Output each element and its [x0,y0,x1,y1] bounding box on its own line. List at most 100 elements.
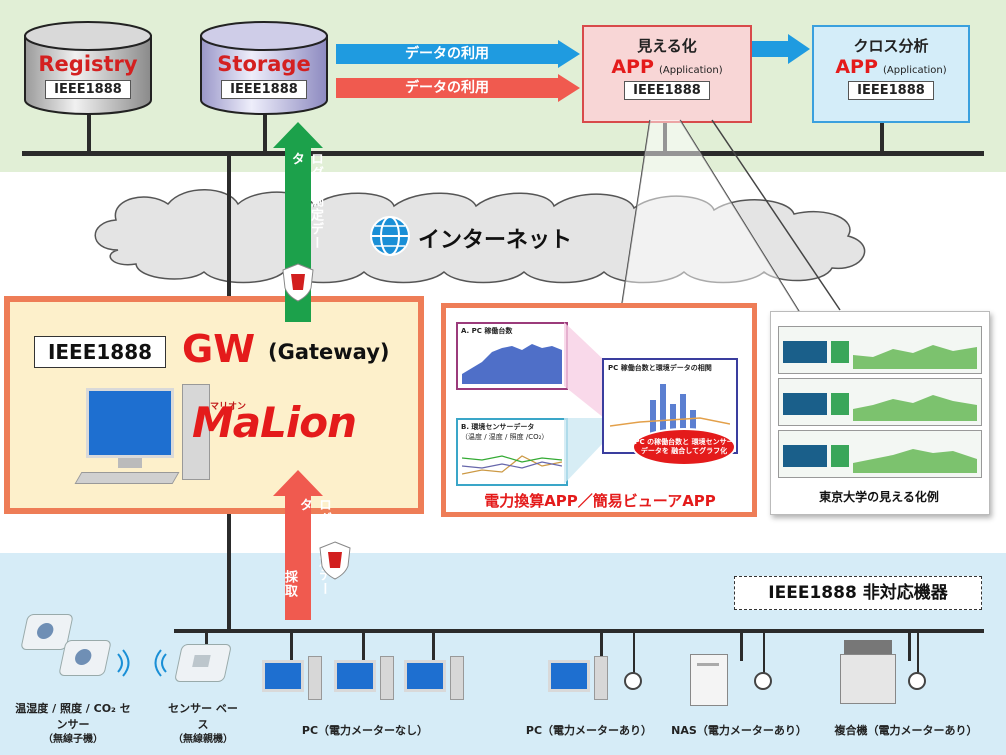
pc-tower-icon [380,656,394,700]
sensor-lens-icon [73,649,93,665]
drop-mfp [908,631,911,661]
mfp-body-icon [840,654,896,704]
storage-drop [263,110,267,154]
drop-pc4 [600,631,603,661]
monitor-icon [262,660,304,692]
cross-app-ieee-badge: IEEE1888 [848,81,934,100]
mfp-device[interactable] [840,640,896,704]
panel-a-title: A. PC 稼働台数 [461,327,513,335]
panel-b-title: B. 環境センサーデータ [461,423,535,431]
power-meter-icon [624,672,642,690]
pc-no-meter-label: PC（電力メーターなし） [301,724,429,737]
tokyo-panel-2-chart-icon [853,395,977,421]
storage-database[interactable]: Storage IEEE1888 [198,18,330,118]
bottom-bus-line [174,629,984,633]
internet-label: インターネット [418,228,573,253]
data-use-label-2: データの利用 [405,80,489,96]
pc-meter-label: PC（電力メーターあり） [525,724,653,737]
log-collect-label-2: 採取 [282,570,297,598]
mfp-meter-label: 複合機（電力メーターあり） [834,724,978,737]
data-use-arrow-blue: データの利用 [336,40,580,68]
gw-downlink [227,514,231,632]
cross-drop [880,118,884,154]
tokyo-panel-1-level [831,341,849,363]
meter-line-pc [633,631,635,673]
monitor-icon [334,660,376,692]
storage-ieee-badge: IEEE1888 [221,80,307,99]
cross-app-sub: (Application) [882,65,947,76]
nas-device[interactable] [690,654,728,706]
wireless-signal-icon [117,649,130,677]
panel-b-subtitle: （温度 / 湿度 / 照度 /CO₂） [461,433,549,441]
base-label: センサー ベース [168,702,238,731]
viz-callout-lines [621,119,841,314]
tokyo-panel-2-level [831,393,849,415]
tokyo-panel-2 [778,378,982,426]
sensor-sublabel: （無線子機） [43,734,103,745]
tokyo-panel-1 [778,326,982,374]
wireless-sensor-2[interactable] [58,640,112,676]
arrow-right-icon [336,40,580,68]
pc-no-meter-1[interactable] [262,656,322,704]
pc-tower-icon [594,656,608,700]
tokyo-panel-3-level [831,445,849,467]
panel-c-title: PC 稼働台数と環境データの相関 [608,364,712,372]
top-bus-line [22,151,984,156]
non-ieee-label: IEEE1888 非対応機器 [734,576,982,610]
data-use-arrow-red: データの利用 [336,74,580,102]
tokyo-panel-3-display [783,445,827,467]
gateway-ieee-badge: IEEE1888 [34,336,166,368]
monitor-stand [118,458,142,468]
data-use-label-1: データの利用 [405,46,489,62]
mfp-scanner-icon [844,640,892,654]
meter-line-mfp [917,631,919,673]
registry-title: Registry [38,52,138,76]
gateway-gw-sub: (Gateway) [268,340,390,364]
viz-app-title: 見える化 [637,37,697,55]
drop-pc1 [290,631,293,661]
gateway-gw-label: GW [182,327,256,371]
monitor-icon [548,660,590,692]
wireless-signal-icon [154,649,167,677]
registry-database[interactable]: Registry IEEE1888 [22,18,154,118]
viz-app-ieee-badge: IEEE1888 [624,81,710,100]
drop-pc2 [362,631,365,661]
tokyo-panels [778,322,982,482]
malion-logo: MaLion [192,398,357,447]
pc-with-meter[interactable] [548,656,608,704]
drop-base [205,631,208,653]
cross-app-title: クロス分析 [853,37,929,55]
pc-no-meter-3[interactable] [404,656,464,704]
pc-no-meter-2[interactable] [334,656,394,704]
monitor-icon [404,660,446,692]
sensor-lens-icon [35,623,55,639]
base-led-icon [192,655,211,667]
gateway-box[interactable] [4,296,424,514]
viz-app-label: APP [611,56,654,78]
nas-meter-label: NAS（電力メーターあり） [671,724,807,737]
callout-text: PC の稼働台数と 環境センサーデータを 融合してグラフ化 [634,438,734,455]
monitor-icon [86,388,174,458]
callout-bubble: PC の稼働台数と 環境センサーデータを 融合してグラフ化 [632,428,736,466]
panel-b-env-sensor: B. 環境センサーデータ （温度 / 湿度 / 照度 /CO₂） [456,418,568,486]
power-meter-icon [754,672,772,690]
panel-b-chart-icon [462,455,562,475]
drop-pc3 [432,631,435,661]
sensor-label: 温湿度 / 照度 / CO₂ センサー [15,702,131,731]
sensor-base-station[interactable] [173,644,233,682]
tokyo-panel-3 [778,430,982,478]
storage-title: Storage [217,52,311,76]
app-to-app-arrow-icon [752,34,810,64]
globe-icon [370,216,410,256]
viz-app-box[interactable]: 見える化 APP (Application) IEEE1888 [582,25,752,123]
drop-nas [740,631,743,661]
arrow-right-icon [336,74,580,102]
shield-crest-icon [282,263,314,302]
malion-kana: マリオン [210,402,247,412]
cross-app-box[interactable]: クロス分析 APP (Application) IEEE1888 [812,25,970,123]
power-meter-icon [908,672,926,690]
cross-app-label: APP [835,56,878,78]
viz-app-sub: (Application) [658,65,723,76]
nas-slot-icon [697,663,719,666]
tokyo-caption: 東京大学の見える化例 [819,490,939,504]
